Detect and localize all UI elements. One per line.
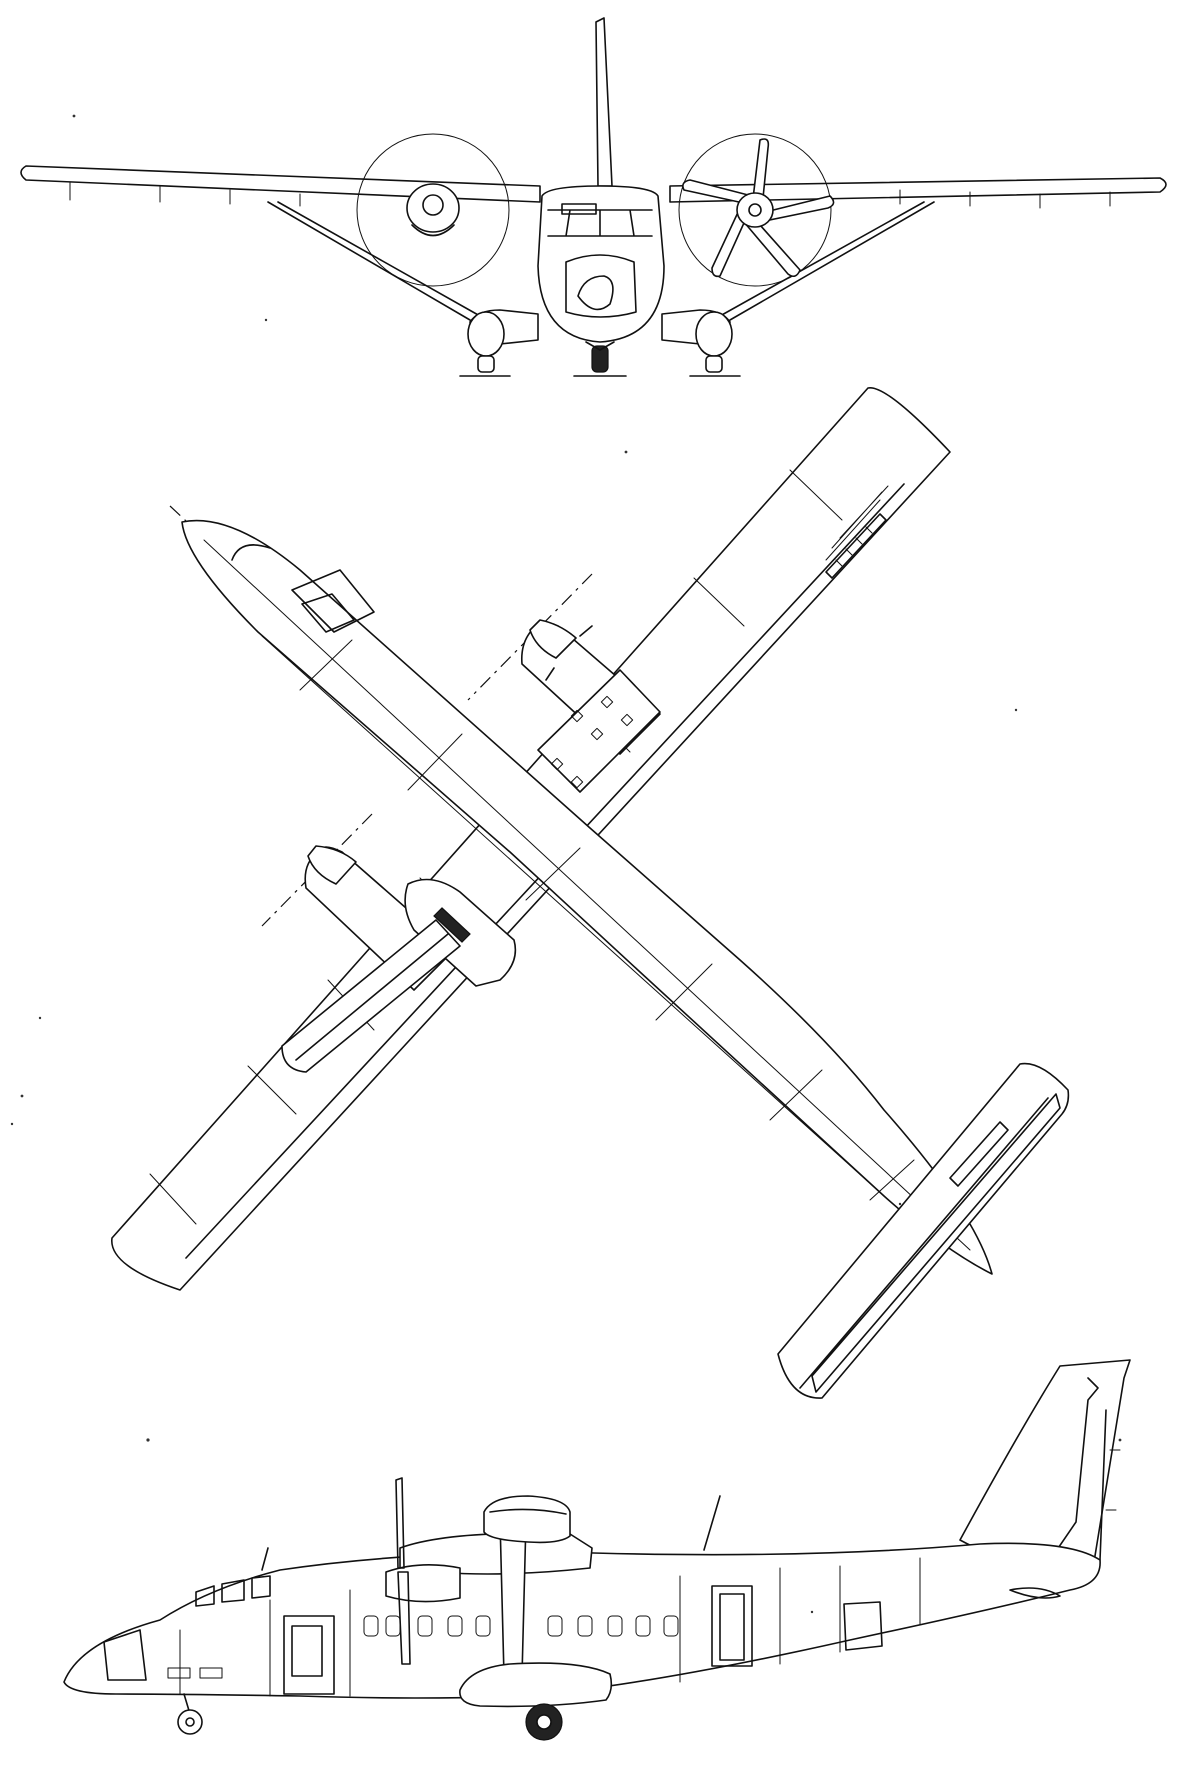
side-nose-wheel	[177, 1709, 203, 1735]
front-wing-right	[669, 177, 1167, 203]
side-fuselage-frames	[179, 1557, 921, 1697]
front-strut-left	[267, 201, 481, 321]
side-nose-radome	[103, 1629, 147, 1681]
side-strut-cap	[483, 1495, 571, 1544]
plan-elevator-tab	[949, 1121, 1009, 1187]
front-cockpit-frame	[547, 203, 653, 237]
side-antenna	[261, 1547, 269, 1571]
side-forward-door	[283, 1615, 335, 1695]
scan-specks	[10, 114, 1122, 1614]
side-view	[63, 1359, 1131, 1741]
plan-tailplane	[777, 1062, 1070, 1399]
plan-fuselage-frames	[299, 639, 915, 1201]
front-engine-left	[406, 183, 460, 237]
side-cockpit-windows	[195, 1575, 271, 1607]
front-engine-right	[682, 138, 835, 278]
front-nose-dome	[565, 254, 637, 318]
plan-fuselage	[181, 519, 993, 1275]
side-cargo-door	[843, 1601, 883, 1651]
side-rudder-hinges	[1105, 1449, 1121, 1511]
side-dorsal-antenna	[703, 1495, 721, 1551]
side-rear-door	[711, 1585, 753, 1667]
side-engine-nacelle	[385, 1564, 461, 1603]
front-main-gear-right	[695, 311, 733, 357]
plan-prop-right	[545, 625, 593, 681]
side-rudder	[1049, 1377, 1107, 1561]
front-wing-fairings	[69, 181, 1111, 209]
plan-view	[111, 387, 1070, 1399]
plan-spinner-left	[307, 845, 357, 885]
side-nose-hatches	[167, 1667, 223, 1679]
front-fin	[595, 17, 613, 187]
plan-nacelle-fairing-left-detail	[295, 933, 449, 1061]
side-strut-cap-ring	[489, 1508, 567, 1515]
front-wheel-right	[705, 355, 723, 373]
side-propeller	[395, 1477, 411, 1665]
side-nose-wheel-hub	[185, 1717, 195, 1727]
plan-wing-pod-windows-right	[550, 695, 634, 789]
plan-aileron-strip	[825, 513, 887, 579]
front-main-gear-left	[467, 311, 505, 357]
side-ventral-strake	[1009, 1587, 1061, 1599]
side-fuselage	[63, 1542, 1101, 1699]
plan-engine-left-intake	[433, 907, 471, 943]
front-strut-right	[719, 201, 935, 321]
front-view	[20, 17, 1167, 377]
plan-elevator	[799, 1093, 1061, 1393]
plan-nose-panels	[231, 544, 375, 633]
front-nose-wheel	[591, 345, 609, 373]
side-sponson	[459, 1662, 613, 1708]
side-cabin-windows	[363, 1615, 679, 1637]
front-nose-radome	[577, 275, 614, 311]
front-propeller-disc-left	[356, 133, 510, 287]
front-wing-left	[20, 165, 541, 203]
side-main-wheel-hub	[536, 1714, 552, 1730]
front-nose-gear-leg	[585, 341, 615, 351]
plan-spinner-right	[529, 619, 577, 659]
front-propeller-disc-right	[678, 133, 832, 287]
front-wheel-left	[477, 355, 495, 373]
side-strut	[499, 1519, 527, 1677]
plan-fuselage-stringers	[203, 539, 971, 1251]
